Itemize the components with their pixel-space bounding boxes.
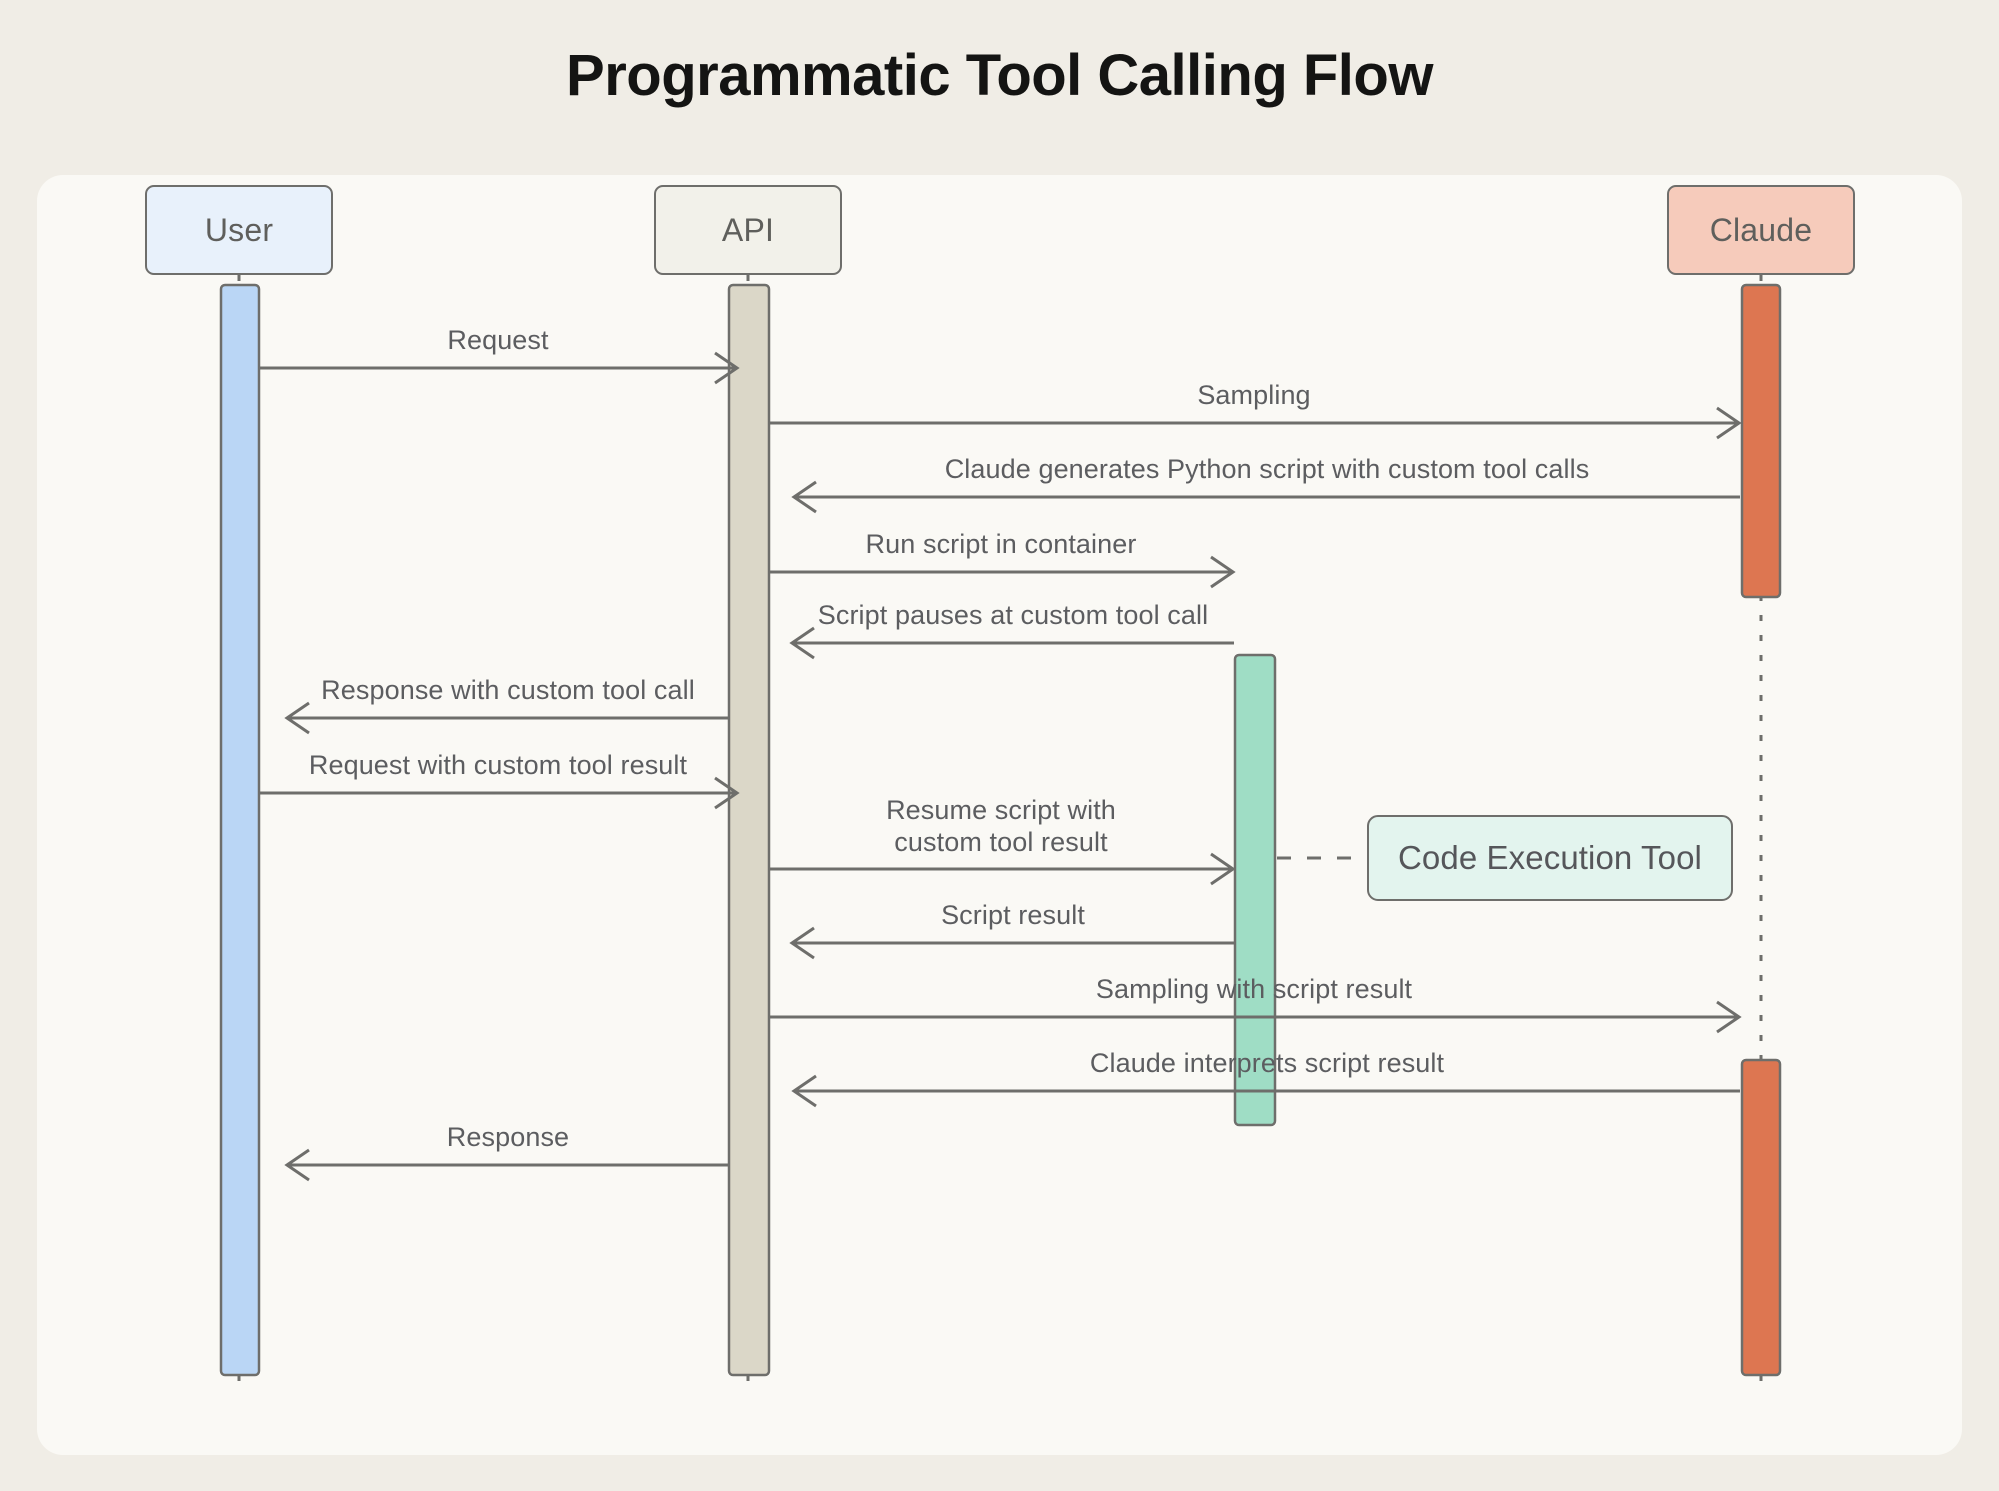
arrow-claude-generates-script bbox=[791, 480, 1740, 514]
participant-claude-label: Claude bbox=[1709, 211, 1813, 248]
arrow-request-with-tool-result bbox=[259, 776, 740, 810]
participant-user[interactable]: User bbox=[145, 185, 333, 275]
message-label-request-with-tool-result: Request with custom tool result bbox=[308, 750, 688, 780]
page-title: Programmatic Tool Calling Flow bbox=[566, 43, 1433, 108]
arrow-request bbox=[259, 351, 740, 385]
arrow-response-with-tool-call bbox=[284, 701, 729, 735]
message-label-claude-interprets: Claude interprets script result bbox=[1089, 1048, 1445, 1078]
arrow-claude-interprets bbox=[791, 1074, 1740, 1108]
message-label-script-pauses: Script pauses at custom tool call bbox=[817, 600, 1209, 630]
arrow-script-result bbox=[789, 926, 1234, 960]
activation-bar-claude-second bbox=[1740, 1058, 1782, 1377]
arrow-sampling-with-script-result bbox=[769, 1000, 1742, 1034]
message-label-request: Request bbox=[447, 325, 549, 355]
activation-bar-api bbox=[727, 283, 771, 1377]
participant-api-label: API bbox=[721, 211, 775, 248]
message-label-response: Response bbox=[446, 1122, 570, 1152]
message-label-run-script-in-container: Run script in container bbox=[865, 529, 1137, 559]
message-label-sampling: Sampling bbox=[1197, 380, 1311, 410]
participant-claude[interactable]: Claude bbox=[1667, 185, 1855, 275]
note-code-execution-tool-label: Code Execution Tool bbox=[1398, 839, 1702, 876]
diagram-vector-layer bbox=[219, 275, 1782, 1385]
sequence-diagram-canvas: User API Claude Code Execution Tool Requ… bbox=[37, 175, 1962, 1455]
participant-user-label: User bbox=[204, 211, 274, 248]
arrow-script-pauses bbox=[789, 626, 1234, 660]
message-label-claude-generates-script: Claude generates Python script with cust… bbox=[944, 454, 1590, 484]
message-label-sampling-with-script-result: Sampling with script result bbox=[1095, 974, 1413, 1004]
note-code-execution-tool[interactable]: Code Execution Tool bbox=[1367, 815, 1733, 901]
message-label-response-with-tool-call: Response with custom tool call bbox=[321, 675, 695, 705]
activation-bar-claude-first bbox=[1740, 283, 1782, 599]
arrow-sampling bbox=[769, 406, 1742, 440]
message-label-script-result: Script result bbox=[941, 900, 1085, 930]
arrow-resume-script bbox=[769, 852, 1236, 886]
activation-bar-user bbox=[219, 283, 261, 1377]
arrow-response bbox=[284, 1148, 729, 1182]
message-label-resume-script: Resume script with custom tool result bbox=[886, 795, 1116, 857]
arrow-run-script-in-container bbox=[769, 555, 1236, 589]
participant-api[interactable]: API bbox=[654, 185, 842, 275]
activation-bar-container bbox=[1233, 653, 1277, 1127]
